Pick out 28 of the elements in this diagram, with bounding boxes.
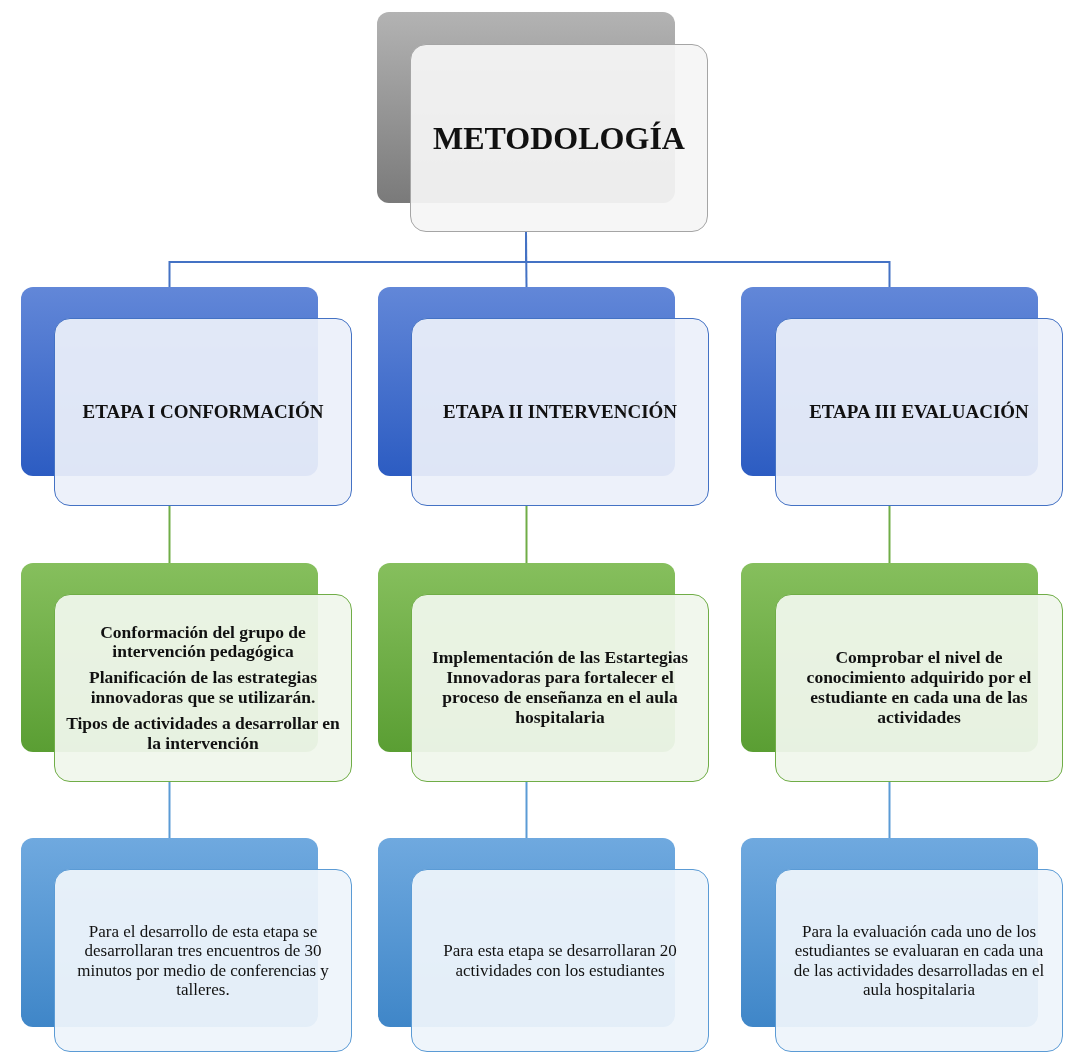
stage-title: ETAPA III EVALUACIÓN: [809, 401, 1029, 423]
stage-objective: Conformación del grupo de intervención pedagógica: [99, 622, 307, 663]
stacked-card: [21, 287, 352, 506]
stage-description: Para la evaluación cada uno de los estudiantes se evaluaran en cada una de las actividades desarrolladas en el aula hospitalaria: [792, 922, 1046, 999]
stage-description: Para el desarrollo de esta etapa se desarrollaran tres encuentros de 30 minutos por medio de conferencias y talleres.: [76, 922, 330, 999]
stage-objective: Planificación de las estrategias innovadoras que se utilizarán.: [88, 668, 318, 708]
stacked-card: [378, 287, 709, 506]
connector-line: [168, 505, 171, 564]
stacked-card: [377, 12, 708, 232]
stage-title: ETAPA II INTERVENCIÓN: [442, 401, 678, 423]
stage-title: ETAPA I CONFORMACIÓN: [82, 401, 324, 423]
stacked-card: [21, 563, 352, 782]
connector-line: [888, 505, 891, 564]
stacked-card: [378, 563, 709, 782]
title-text: METODOLOGÍA: [433, 118, 685, 158]
stacked-card: [378, 838, 709, 1052]
connector-line: [525, 781, 528, 839]
stacked-card: [741, 838, 1063, 1052]
stage-objective: Comprobar el nivel de conocimiento adquirido por el estudiante en cada una de las actividades: [805, 648, 1033, 728]
stacked-card: [741, 563, 1063, 782]
stage-description: Para esta etapa se desarrollaran 20 actividades con los estudiantes: [442, 941, 678, 980]
stage-objective: Tipos de actividades a desarrollar en la intervención: [65, 713, 341, 754]
stage-objective: Implementación de las Estartegias Innovadoras para fortalecer el proceso de enseñanza en el aula hospitalaria: [430, 648, 690, 728]
connector-line: [888, 781, 891, 839]
connector-line: [168, 781, 171, 839]
stacked-card: [21, 838, 352, 1052]
stacked-card: [741, 287, 1063, 506]
connector-line: [525, 505, 528, 564]
